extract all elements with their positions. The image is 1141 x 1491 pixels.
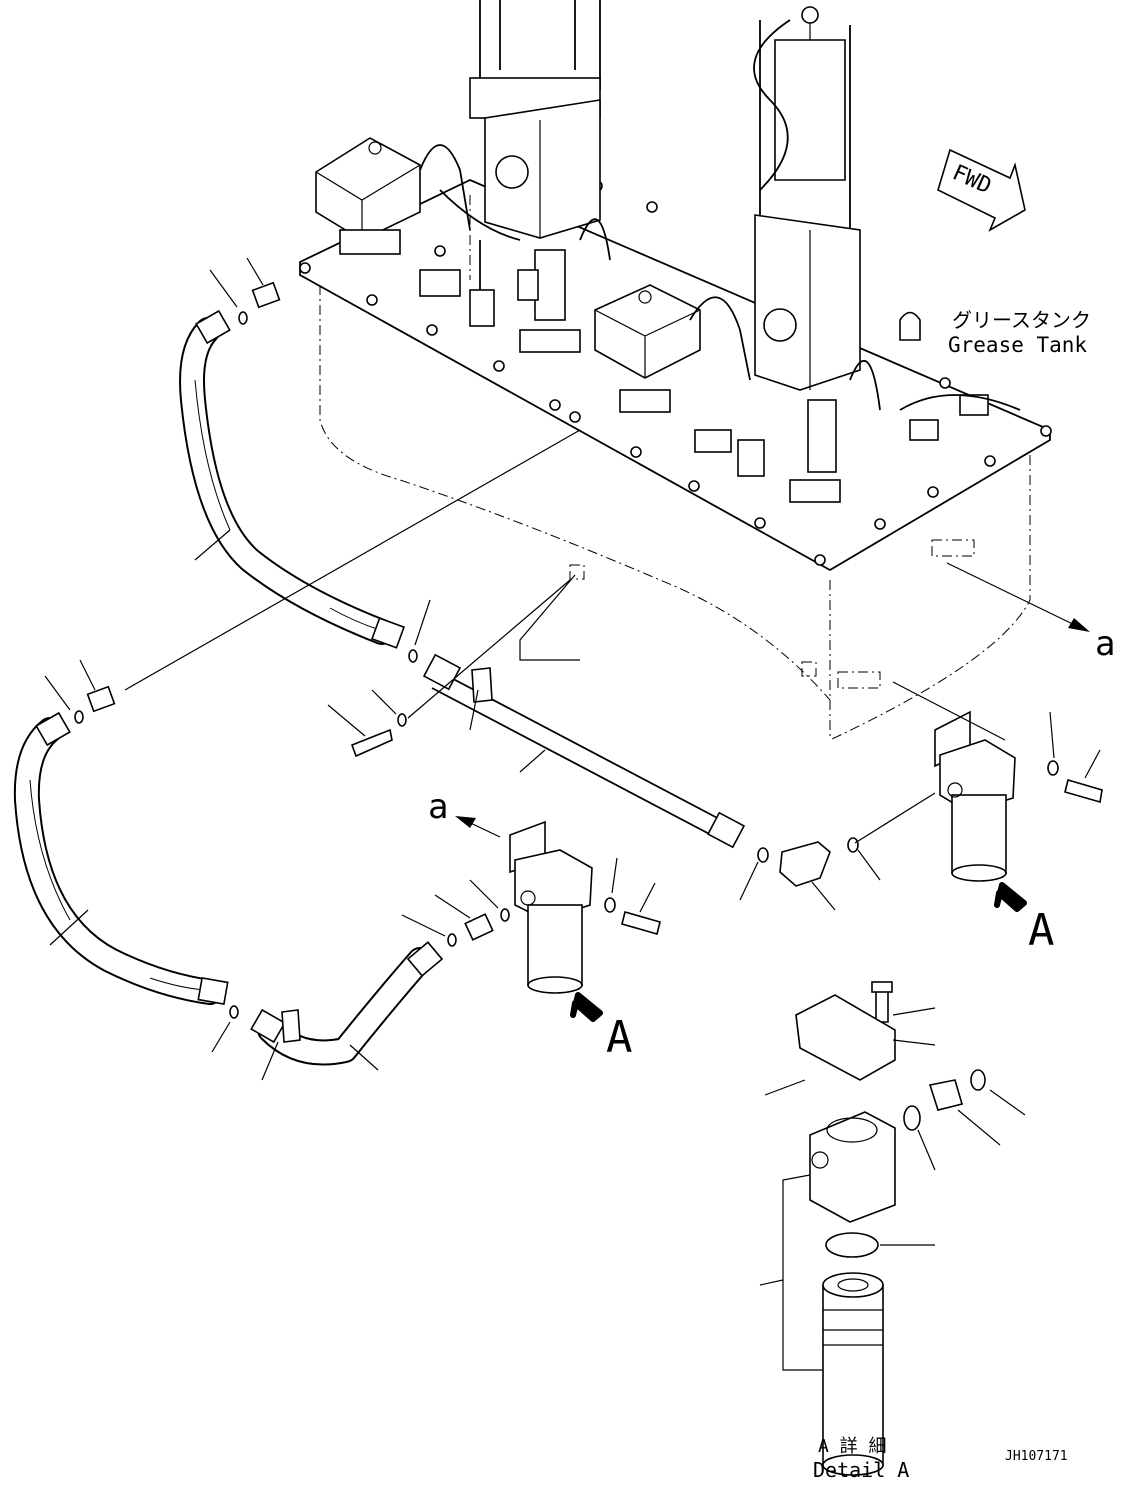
filter-left <box>509 820 593 994</box>
elbow-fitting <box>779 841 831 887</box>
detail-label-en: Detail A <box>813 1458 909 1482</box>
filter-right <box>934 710 1016 882</box>
view-label-left: A <box>606 1012 633 1063</box>
fittings <box>74 281 1059 1019</box>
detail-label-jp: A 詳 細 <box>818 1436 887 1457</box>
drawing-number: JH107171 <box>1005 1449 1068 1464</box>
ref-arrow-right <box>946 562 1086 631</box>
view-arrow-right <box>994 882 1027 912</box>
grease-tank-label-jp: グリースタンク <box>952 308 1091 332</box>
fwd-arrow <box>937 148 1026 232</box>
view-label-right: A <box>1028 905 1055 956</box>
ref-label-right: a <box>1095 624 1115 664</box>
ref-label-left: a <box>428 787 448 827</box>
lower-hose <box>13 711 229 1006</box>
tank-bolts <box>299 180 1052 566</box>
view-arrow-left <box>570 992 603 1022</box>
upper-hose <box>179 309 406 649</box>
grease-tank-label-en: Grease Tank <box>948 333 1087 357</box>
leader-lines <box>44 257 1101 1371</box>
grease-tank <box>299 179 1052 741</box>
pump-left <box>315 0 611 353</box>
u-hose <box>250 941 444 1066</box>
detail-a <box>795 994 986 1476</box>
bolts <box>350 728 1103 1023</box>
pump-right <box>594 6 1021 503</box>
